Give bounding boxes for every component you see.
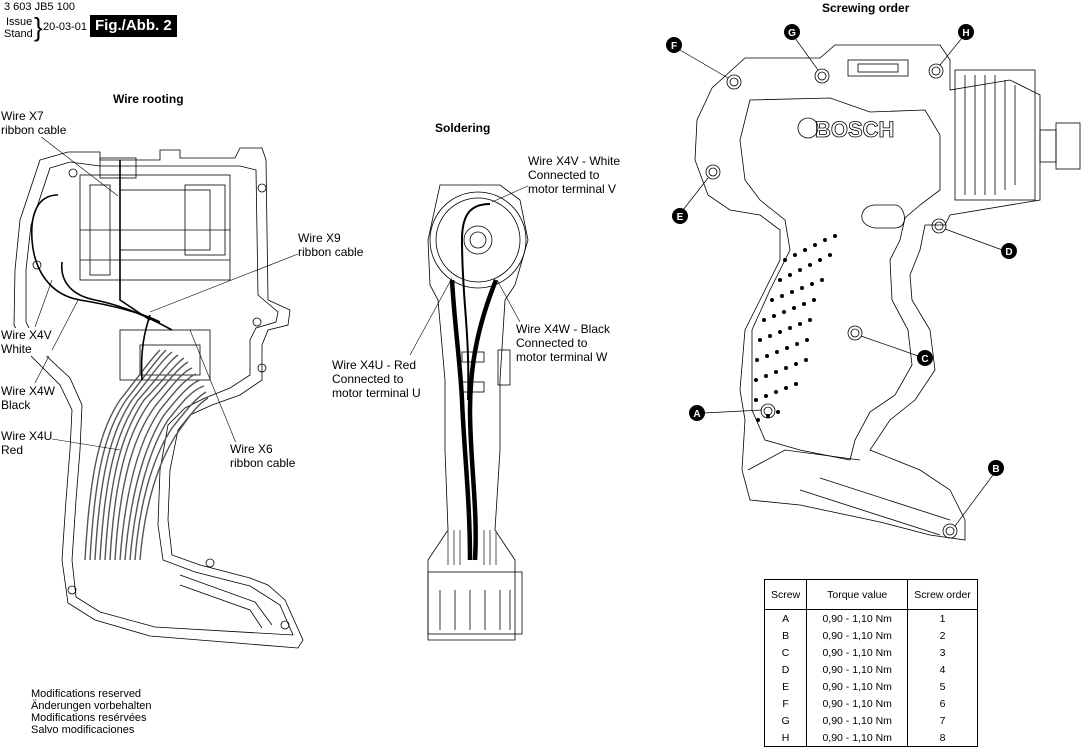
label-solder-u: Wire X4U - Red Connected to motor termin…	[332, 358, 421, 400]
screw-marker-G: G	[784, 24, 800, 40]
cell-screw: A	[763, 609, 808, 627]
soldering-wires	[449, 279, 499, 561]
cell-order: 3	[907, 644, 978, 661]
cell-torque: 0,90 - 1,10 Nm	[806, 661, 909, 678]
soldering-white-wire	[460, 203, 491, 401]
cell-torque: 0,90 - 1,10 Nm	[806, 678, 909, 695]
modifications-notice: Modifications reserved Änderungen vorbeh…	[31, 688, 152, 736]
cell-torque: 0,90 - 1,10 Nm	[806, 644, 909, 661]
svg-text:H: H	[962, 28, 969, 39]
soldering-leaders	[409, 184, 531, 356]
cell-order: 7	[907, 712, 978, 729]
torque-table-header: Screw Torque value Screw order	[763, 579, 978, 610]
label-wire-x6: Wire X6 ribbon cable	[230, 442, 296, 470]
grip-texture	[754, 234, 837, 422]
cell-torque: 0,90 - 1,10 Nm	[806, 609, 909, 627]
header-brace: }	[34, 12, 43, 42]
label-wire-x4u: Wire X4U Red	[1, 429, 53, 457]
screw-marker-H: H	[958, 24, 974, 40]
cell-screw: E	[763, 678, 808, 695]
brand-logo: BOSCH	[815, 117, 894, 142]
title-wire-rooting: Wire rooting	[113, 92, 184, 106]
issue-date: 20-03-01	[43, 21, 88, 33]
label-solder-v: Wire X4V - White Connected to motor term…	[528, 154, 621, 196]
cell-order: 2	[907, 627, 978, 644]
cell-torque: 0,90 - 1,10 Nm	[806, 695, 909, 712]
label-wire-x4w: Wire X4W Black	[1, 384, 55, 412]
title-soldering: Soldering	[435, 121, 491, 135]
svg-text:F: F	[671, 41, 677, 52]
label-wire-x4v: Wire X4V White	[1, 328, 52, 356]
wire-rooting-leaders	[34, 135, 299, 451]
screw-marker-A: A	[689, 405, 705, 421]
screw-marker-B: B	[988, 460, 1004, 476]
svg-text:A: A	[693, 409, 700, 420]
screw-holes	[705, 63, 958, 539]
cell-order: 6	[907, 695, 978, 712]
header-screw: Screw	[763, 579, 808, 610]
wire-rooting-housing	[13, 147, 304, 649]
label-wire-x9: Wire X9 ribbon cable	[298, 231, 364, 259]
soldering-assembly	[427, 184, 529, 641]
cell-torque: 0,90 - 1,10 Nm	[806, 627, 909, 644]
cell-screw: F	[763, 695, 808, 712]
wire-x4-runs	[30, 160, 173, 381]
title-screwing-order: Screwing order	[822, 1, 910, 15]
cell-screw: D	[763, 661, 808, 678]
label-solder-w: Wire X4W - Black Connected to motor term…	[516, 322, 611, 364]
cell-order: 8	[907, 729, 978, 747]
header-order: Screw order	[907, 579, 978, 610]
screw-marker-F: F	[666, 37, 682, 53]
soldering-strands	[447, 530, 497, 565]
svg-text:G: G	[788, 28, 796, 39]
cell-torque: 0,90 - 1,10 Nm	[806, 712, 909, 729]
figure-badge: Fig./Abb. 2	[90, 15, 177, 37]
cell-torque: 0,90 - 1,10 Nm	[806, 729, 909, 747]
wire-bundle	[84, 349, 209, 561]
cell-order: 5	[907, 678, 978, 695]
cell-screw: H	[763, 729, 808, 747]
doc-number: 3 603 JB5 100	[4, 1, 75, 13]
svg-text:D: D	[1005, 247, 1012, 258]
screw-leaders	[679, 37, 1006, 527]
cell-screw: G	[763, 712, 808, 729]
header-torque: Torque value	[806, 579, 909, 610]
issue-label: Issue	[6, 16, 33, 28]
cell-order: 4	[907, 661, 978, 678]
screwing-housing	[694, 44, 1081, 541]
svg-text:E: E	[677, 212, 684, 223]
label-wire-x7: Wire X7 ribbon cable	[1, 109, 67, 137]
svg-text:B: B	[992, 464, 999, 475]
screw-marker-E: E	[672, 208, 688, 224]
screw-marker-C: C	[917, 350, 933, 366]
cell-order: 1	[907, 609, 978, 627]
svg-text:C: C	[921, 354, 928, 365]
cell-screw: B	[763, 627, 808, 644]
stand-label: Stand	[4, 28, 33, 40]
screw-marker-D: D	[1001, 243, 1017, 259]
cell-screw: C	[763, 644, 808, 661]
